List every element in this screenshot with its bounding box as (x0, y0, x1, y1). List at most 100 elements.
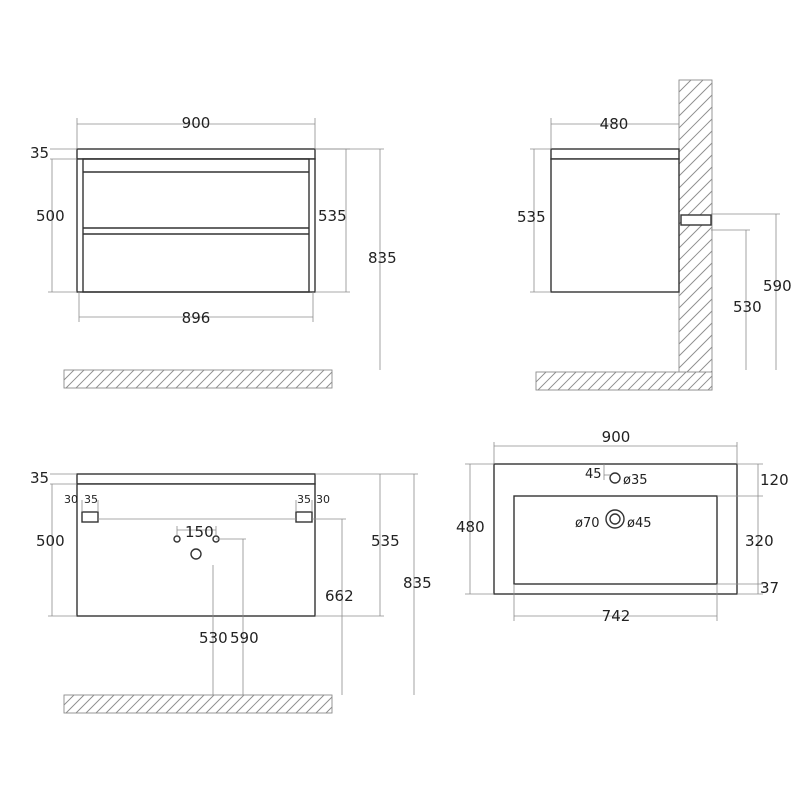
hatch-stroke (75, 694, 95, 714)
hatch-stroke (245, 694, 265, 714)
hatch-stroke (577, 371, 597, 391)
rear-countertop (76, 473, 316, 485)
plan-tap-hole-label: ø35 (623, 473, 648, 488)
plan-bowl-depth-label: 320 (745, 532, 774, 550)
rear-total-height-label: 835 (403, 574, 432, 592)
side-wall-hatch (678, 79, 713, 391)
side-height-label: 535 (517, 208, 546, 226)
hatch-stroke (135, 694, 155, 714)
hatch-stroke (687, 371, 707, 391)
rear-pipe-590-label: 590 (230, 629, 259, 647)
hatch-stroke (85, 694, 105, 714)
hatch-stroke (125, 694, 145, 714)
rear-floor-hatch (63, 694, 333, 714)
hatch-stroke (587, 371, 607, 391)
hatch-stroke (95, 369, 115, 389)
hatch-stroke (557, 371, 577, 391)
hatch-stroke (678, 166, 713, 201)
rear-view: 30 35 35 30 150 35 500 535 835 662 (30, 469, 432, 714)
hatch-stroke (225, 369, 245, 389)
hatch-stroke (125, 369, 145, 389)
rear-hanger-left (81, 511, 99, 523)
hatch-stroke (285, 369, 305, 389)
hatch-stroke (678, 154, 713, 189)
rear-height-label: 535 (371, 532, 400, 550)
hatch-stroke (235, 369, 255, 389)
hatch-stroke (275, 369, 295, 389)
plan-drain-inner (609, 513, 621, 525)
hatch-stroke (678, 322, 713, 357)
plan-width-label: 900 (602, 428, 631, 446)
hatch-stroke (175, 369, 195, 389)
hatch-stroke (657, 371, 677, 391)
hatch-stroke (63, 694, 75, 706)
hatch-stroke (185, 369, 205, 389)
hatch-stroke (215, 369, 235, 389)
rear-hanger-right-offset-label: 30 (316, 493, 330, 506)
hatch-stroke (707, 385, 713, 391)
front-view: 900 35 500 535 835 896 (30, 114, 397, 389)
plan-back-margin-label: 120 (760, 471, 789, 489)
hatch-stroke (205, 369, 225, 389)
hatch-stroke (637, 371, 657, 391)
front-countertop (76, 148, 316, 160)
plan-tap-hole (609, 472, 621, 484)
hatch-stroke (235, 694, 255, 714)
hatch-stroke (265, 369, 285, 389)
front-bottom-width-label: 896 (182, 309, 211, 327)
hatch-stroke (115, 369, 135, 389)
hatch-stroke (678, 310, 713, 345)
plan-front-margin-label: 37 (760, 579, 779, 597)
plan-drain-outer-label: ø70 (575, 516, 600, 531)
rear-cabinet-body (76, 483, 316, 617)
rear-hanger-left-offset-label: 30 (64, 493, 78, 506)
hatch-stroke (215, 694, 235, 714)
hatch-stroke (65, 694, 85, 714)
hatch-stroke (325, 706, 333, 714)
hatch-stroke (305, 369, 325, 389)
rear-drain-outlet (190, 548, 202, 560)
hatch-stroke (315, 371, 333, 389)
hatch-stroke (295, 694, 315, 714)
hatch-stroke (255, 369, 275, 389)
hatch-stroke (535, 371, 547, 383)
hatch-stroke (155, 369, 175, 389)
front-top-thickness-label: 35 (30, 144, 49, 162)
hatch-stroke (275, 694, 295, 714)
rear-body-height-label: 500 (36, 532, 65, 550)
hatch-stroke (678, 79, 704, 105)
hatch-stroke (65, 369, 85, 389)
hatch-stroke (607, 371, 627, 391)
hatch-stroke (627, 371, 647, 391)
rear-top-thickness-label: 35 (30, 469, 49, 487)
hatch-stroke (195, 369, 215, 389)
front-floor-hatch (63, 369, 333, 389)
hatch-stroke (678, 178, 713, 213)
hatch-stroke (667, 371, 687, 391)
plan-depth-label: 480 (456, 518, 485, 536)
hatch-stroke (115, 694, 135, 714)
hatch-stroke (678, 226, 713, 261)
hatch-stroke (195, 694, 215, 714)
hatch-stroke (155, 694, 175, 714)
rear-hanger-right (295, 511, 313, 523)
hatch-stroke (295, 369, 315, 389)
hatch-stroke (285, 694, 305, 714)
hatch-stroke (255, 694, 275, 714)
rear-hanger-left-width-label: 35 (84, 493, 98, 506)
plan-drain-inner-label: ø45 (627, 516, 652, 531)
front-height-label: 535 (318, 207, 347, 225)
hatch-stroke (647, 371, 667, 391)
hatch-stroke (185, 694, 205, 714)
hatch-stroke (617, 371, 637, 391)
hatch-stroke (678, 118, 713, 153)
hatch-stroke (135, 369, 155, 389)
plan-view: 45 ø35 ø70 ø45 900 480 120 320 37 742 (456, 428, 789, 625)
hatch-stroke (85, 369, 105, 389)
hatch-stroke (145, 694, 165, 714)
hatch-stroke (145, 369, 165, 389)
hatch-stroke (175, 694, 195, 714)
front-total-height-label: 835 (368, 249, 397, 267)
side-cabinet-body (550, 158, 680, 293)
